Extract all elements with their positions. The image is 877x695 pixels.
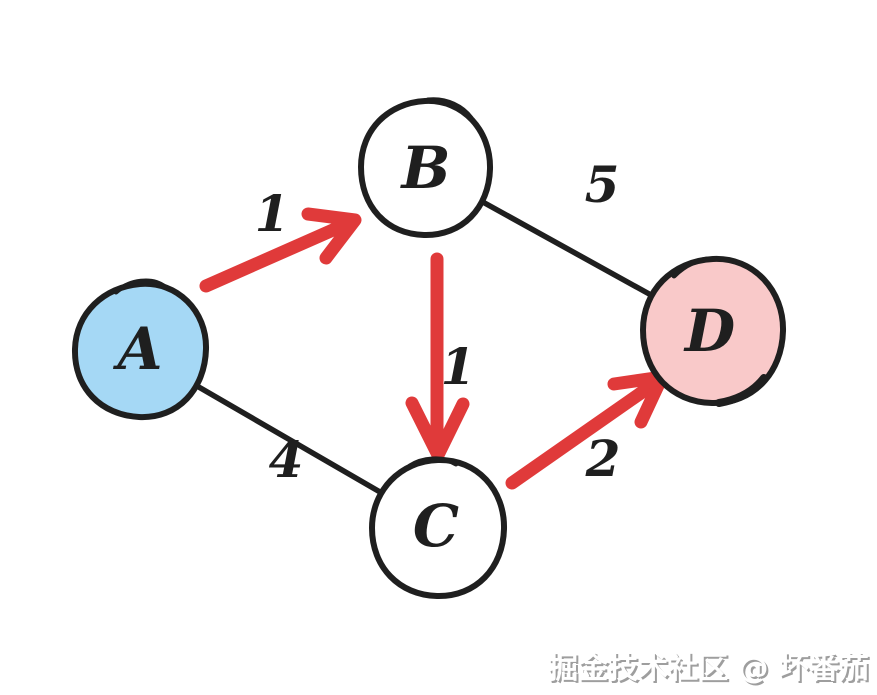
node-a: A	[71, 278, 210, 421]
node-d-stroke-accent-top	[671, 256, 719, 279]
node-b-circle	[357, 97, 494, 239]
node-d-label: D	[683, 297, 735, 365]
edge-c-d-shaft	[505, 381, 655, 490]
edge-a-b-arrow	[199, 207, 362, 293]
node-a-circle	[71, 280, 210, 421]
edge-b-d-weight: 5	[585, 155, 620, 214]
node-a-stroke-accent	[113, 278, 168, 295]
edge-a-b-arrowhead	[301, 207, 362, 265]
node-c-label: C	[413, 492, 459, 560]
edge-b-c-weight: 1	[441, 337, 476, 396]
edge-b-c-arrowhead	[405, 396, 470, 462]
edge-b-d	[478, 198, 654, 298]
edge-a-b-shaft	[199, 219, 349, 293]
node-b: B	[357, 97, 494, 239]
node-d-stroke-accent-bottom	[715, 374, 768, 407]
watermark: 掘金技术社区 @ 坏番茄 掘金技术社区 @ 坏番茄	[548, 651, 871, 688]
watermark-main-text: 掘金技术社区 @ 坏番茄	[548, 651, 869, 686]
edge-a-b-weight: 1	[255, 184, 290, 243]
node-d: D	[639, 255, 787, 407]
node-b-label: B	[399, 134, 450, 202]
node-c-circle	[368, 456, 508, 600]
edge-a-c	[194, 383, 383, 495]
edge-weight-labels: 1 5 1 4 2	[255, 155, 621, 489]
node-c: C	[368, 456, 508, 600]
edge-b-c-arrow	[405, 252, 470, 462]
node-d-circle	[639, 255, 787, 407]
node-c-stroke-accent	[407, 456, 459, 469]
edge-b-d-line	[478, 198, 654, 298]
edge-a-c-line	[194, 383, 383, 495]
edge-a-c-weight: 4	[269, 430, 304, 489]
watermark-shadow-text: 掘金技术社区 @ 坏番茄	[550, 653, 871, 688]
node-b-stroke-accent	[425, 97, 474, 121]
edge-c-d-weight: 2	[585, 429, 621, 488]
node-a-label: A	[112, 315, 162, 383]
